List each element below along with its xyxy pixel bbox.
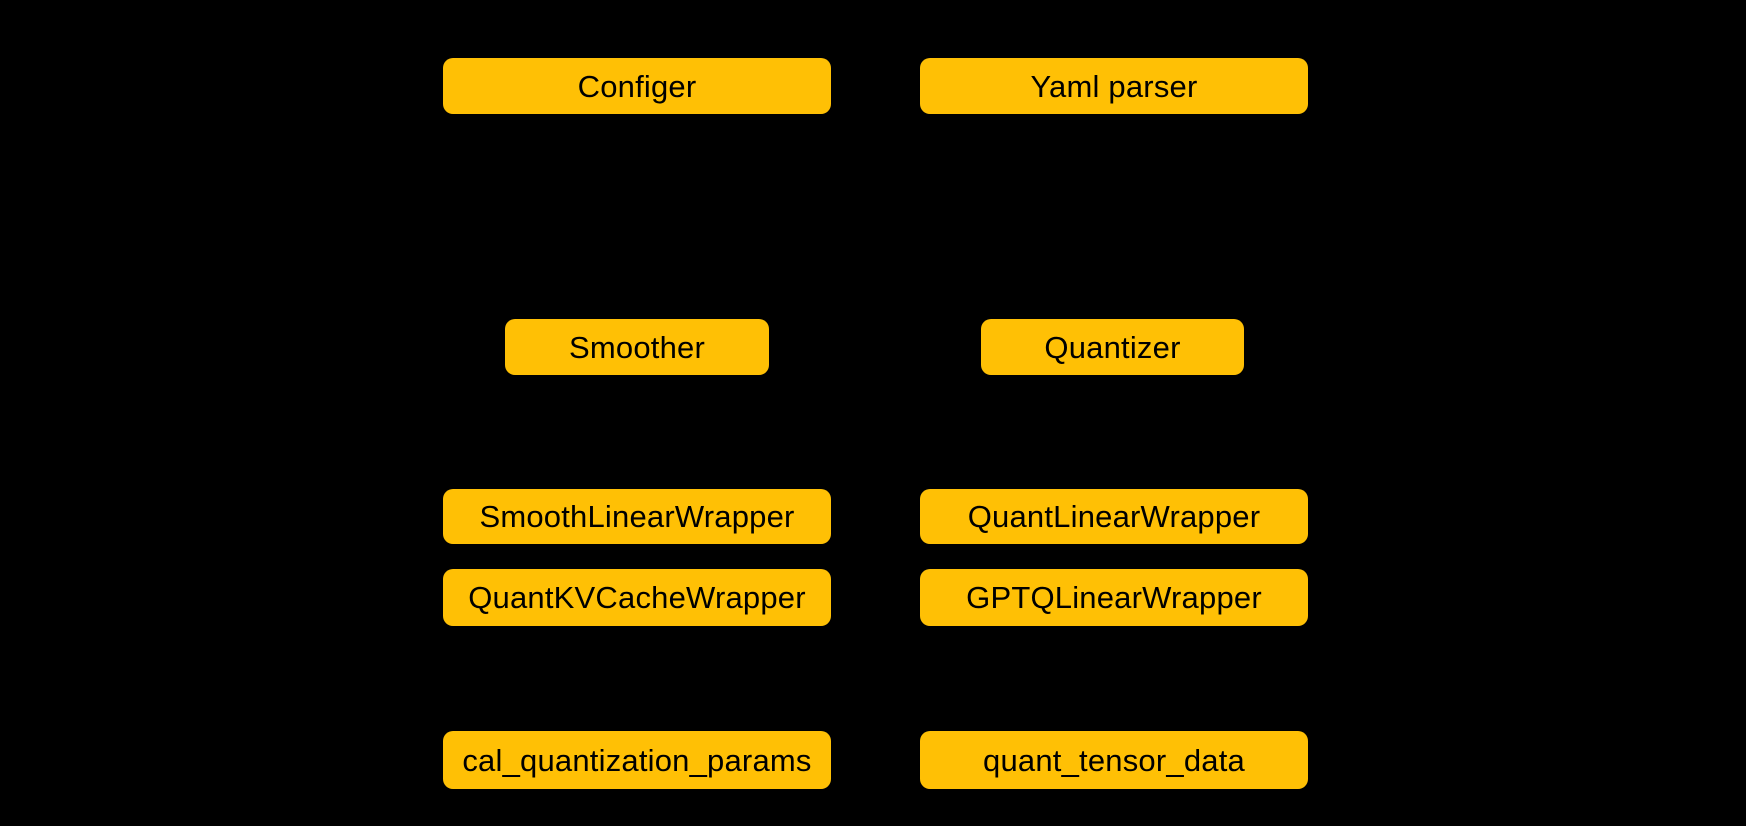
node-smooth-linear-wrapper: SmoothLinearWrapper: [443, 489, 831, 544]
node-cal-quantization-params: cal_quantization_params: [443, 731, 831, 789]
node-configer: Configer: [443, 58, 831, 114]
node-yaml-parser: Yaml parser: [920, 58, 1308, 114]
node-smoother: Smoother: [505, 319, 769, 375]
node-gptq-linear-wrapper: GPTQLinearWrapper: [920, 569, 1308, 626]
node-quant-kv-cache-wrapper: QuantKVCacheWrapper: [443, 569, 831, 626]
node-quant-linear-wrapper: QuantLinearWrapper: [920, 489, 1308, 544]
node-quant-tensor-data: quant_tensor_data: [920, 731, 1308, 789]
node-quantizer: Quantizer: [981, 319, 1244, 375]
